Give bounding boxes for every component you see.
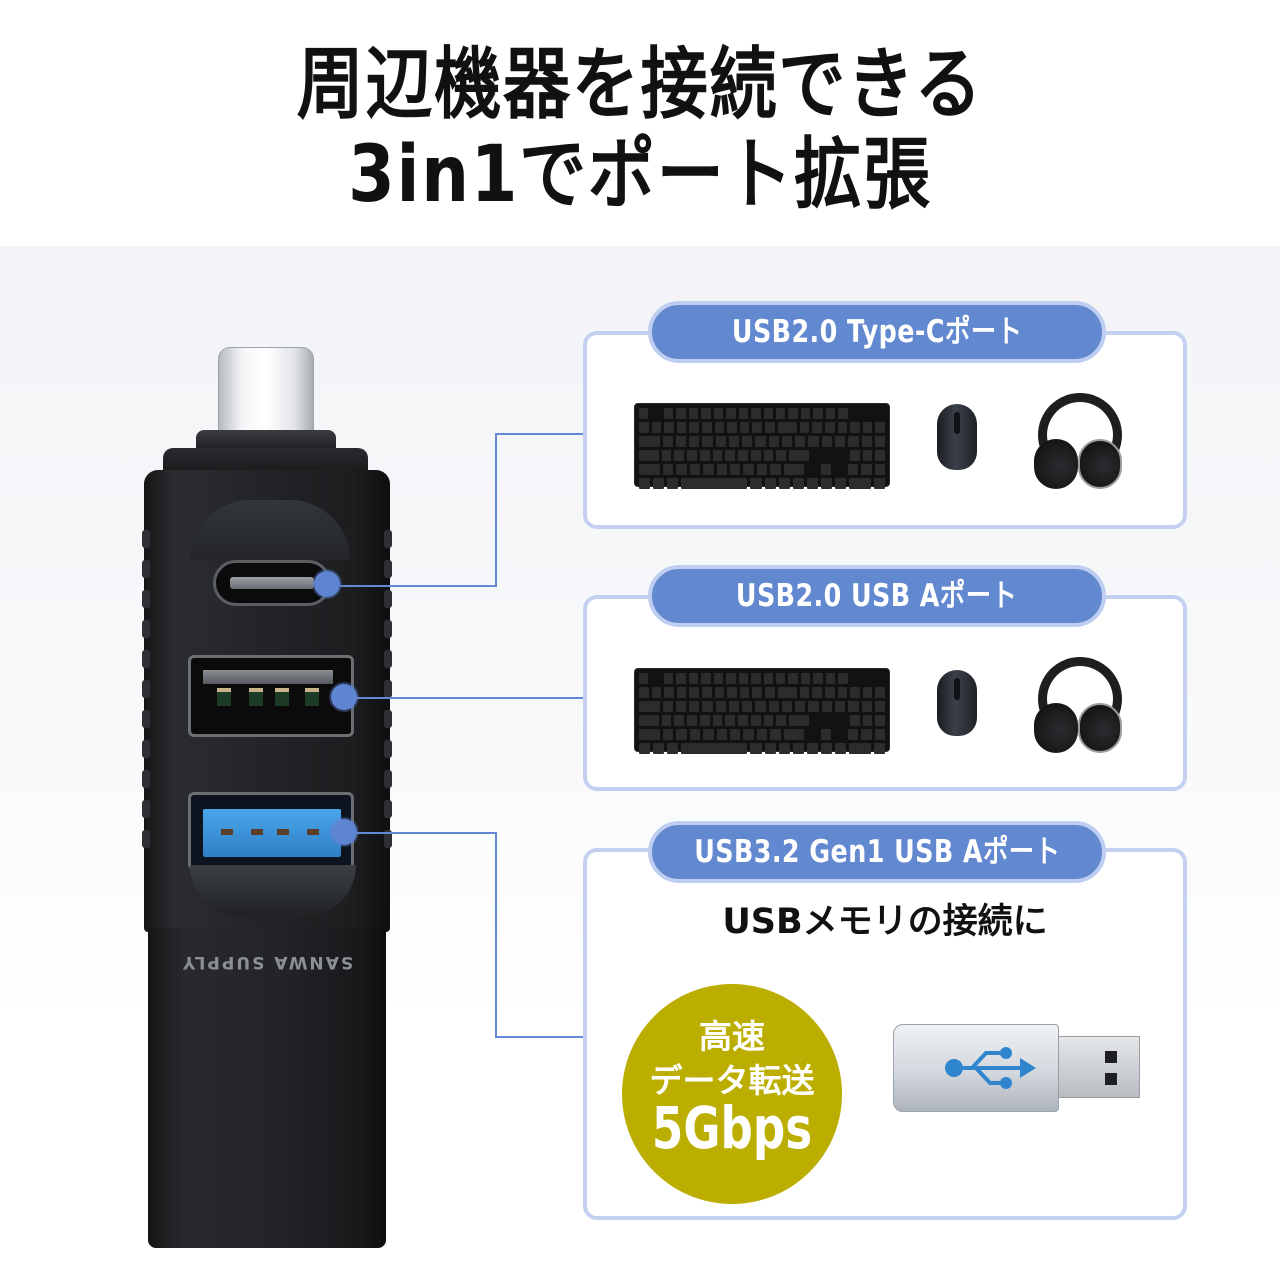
- headphones-image: [1030, 657, 1130, 757]
- port-label-pill: USB2.0 USB Aポート: [648, 565, 1106, 627]
- grip-ridge: [384, 560, 392, 578]
- grip-ridge: [142, 680, 150, 698]
- badge-line-1: 高速: [699, 1017, 765, 1056]
- usb-c-plug: [218, 347, 314, 435]
- device-top-arch: [190, 500, 350, 560]
- grip-ridge: [142, 710, 150, 728]
- headline-line-2: 3in1でポート拡張: [348, 130, 932, 220]
- port-label-pill: USB2.0 Type-Cポート: [648, 301, 1106, 363]
- grip-ridge: [142, 590, 150, 608]
- usb-flash-drive-image: [893, 1024, 1059, 1112]
- device-bottom-cap: [148, 928, 386, 1248]
- grip-ridge: [142, 830, 150, 848]
- port-label: USB2.0 USB Aポート: [736, 578, 1018, 614]
- grip-ridge: [142, 530, 150, 548]
- grip-ridge: [384, 530, 392, 548]
- grip-ridge: [384, 830, 392, 848]
- grip-ridge: [384, 710, 392, 728]
- callout-dot-type-c: [314, 571, 340, 597]
- brand-logo: SANWA SUPPLY: [180, 952, 354, 972]
- device-lower-arch: [190, 865, 356, 917]
- speed-badge: 高速 データ転送 5Gbps: [622, 984, 842, 1204]
- headphones-image: [1030, 393, 1130, 493]
- callout-dot-usb-a-2: [331, 684, 357, 710]
- mouse-image: [937, 670, 977, 736]
- grip-ridge: [142, 650, 150, 668]
- grip-ridge: [384, 740, 392, 758]
- usb-a-3-port: [188, 792, 354, 870]
- mouse-image: [937, 404, 977, 470]
- grip-ridge: [142, 740, 150, 758]
- header: 周辺機器を接続できる 3in1でポート拡張: [0, 0, 1280, 246]
- grip-ridge: [142, 560, 150, 578]
- port-label: USB3.2 Gen1 USB Aポート: [693, 834, 1061, 870]
- usb-a-2-port: [188, 655, 354, 737]
- grip-ridge: [142, 620, 150, 638]
- grip-ridge: [384, 650, 392, 668]
- grip-ridge: [384, 770, 392, 788]
- keyboard-image: [634, 403, 890, 489]
- usb-a-plug: [1058, 1036, 1140, 1098]
- grip-ridge: [384, 800, 392, 818]
- port-label: USB2.0 Type-Cポート: [731, 314, 1023, 350]
- usb-symbol-icon: [945, 1047, 1036, 1089]
- grip-ridge: [384, 680, 392, 698]
- usb-memory-subtitle: USBメモリの接続に: [722, 902, 1048, 942]
- callout-dot-usb-a-3: [331, 819, 357, 845]
- grip-ridge: [142, 800, 150, 818]
- grip-ridge: [142, 770, 150, 788]
- keyboard-image: [634, 668, 890, 754]
- grip-ridge: [384, 590, 392, 608]
- badge-speed-value: 5Gbps: [651, 1094, 813, 1162]
- port-label-pill: USB3.2 Gen1 USB Aポート: [648, 821, 1106, 883]
- plug-collar: [196, 430, 336, 452]
- grip-ridge: [384, 620, 392, 638]
- headline-line-1: 周辺機器を接続できる: [296, 40, 984, 130]
- badge-line-2: データ転送: [649, 1061, 815, 1100]
